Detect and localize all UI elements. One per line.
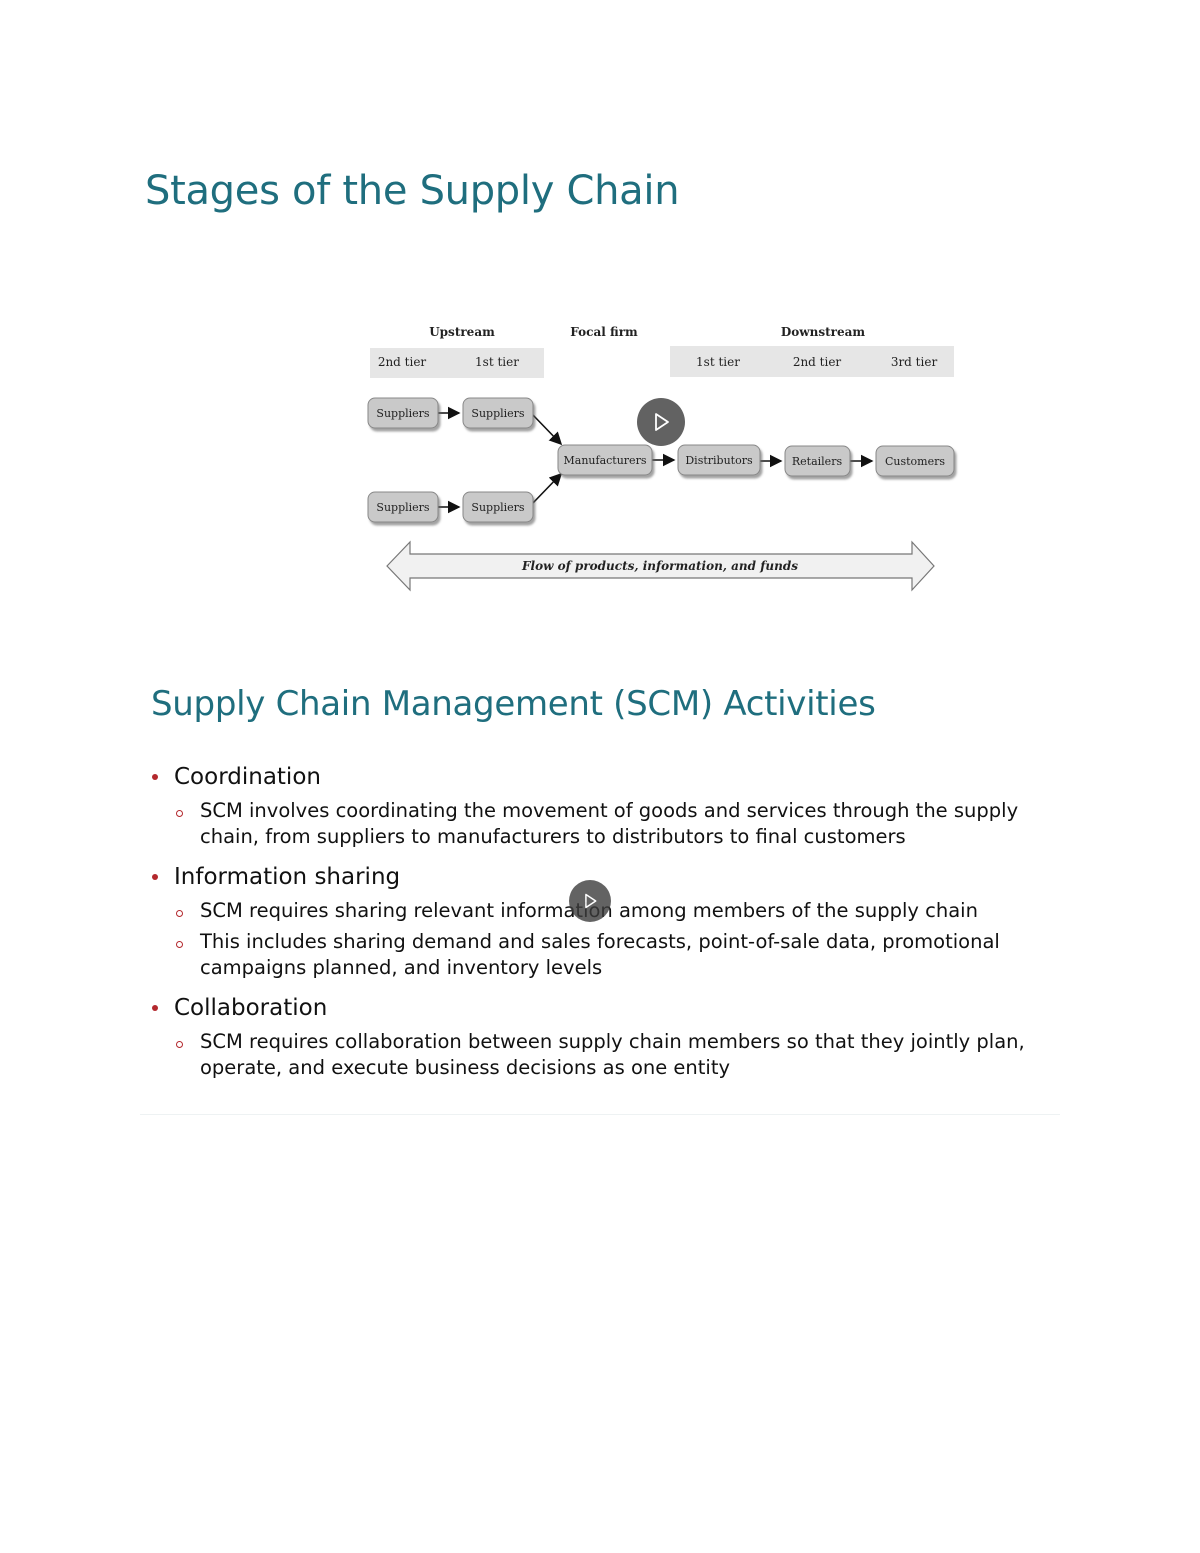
activity-heading: Coordination [174,764,321,790]
bullet-icon [152,874,158,880]
circle-bullet-icon [176,810,183,817]
activity-point: SCM involves coordinating the movement o… [150,798,1050,850]
supply-chain-diagram: Upstream Focal firm Downstream 2nd tier … [367,325,955,592]
tier-label: 2nd tier [793,355,842,369]
node-label: Customers [885,455,945,468]
activity-point: SCM requires collaboration between suppl… [150,1029,1050,1081]
tier-label: 3rd tier [891,355,938,369]
tier-label: 1st tier [696,355,740,369]
node-label: Suppliers [376,501,430,514]
play-button[interactable] [569,880,611,922]
divider [140,1114,1060,1115]
node-supplier-1st-bottom: Suppliers [462,491,534,523]
node-label: Suppliers [471,501,525,514]
activities-list: Coordination SCM involves coordinating t… [150,760,1050,1081]
node-supplier-1st-top: Suppliers [462,397,534,429]
node-label: Suppliers [471,407,525,420]
downstream-tier-band [670,346,954,377]
node-label: Distributors [685,454,753,467]
arrow [531,413,563,446]
activity-point-text: SCM requires collaboration between suppl… [200,1030,1025,1079]
node-label: Suppliers [376,407,430,420]
upstream-label: Upstream [429,325,495,339]
tier-label: 2nd tier [378,355,427,369]
circle-bullet-icon [176,1041,183,1048]
node-label: Retailers [792,455,843,468]
node-retailers: Retailers [784,445,851,477]
upstream-tier-band [370,348,544,378]
arrow [531,472,563,505]
node-customers: Customers [875,445,955,477]
bullet-icon [152,774,158,780]
node-supplier-2nd-bottom: Suppliers [367,491,439,523]
activity-point-text: SCM requires sharing relevant informatio… [200,899,978,922]
circle-bullet-icon [176,941,183,948]
activity-heading: Information sharing [174,864,401,890]
page-title: Stages of the Supply Chain [145,168,680,214]
activity-item: Information sharing [150,860,1050,894]
flow-label: Flow of products, information, and funds [521,559,798,573]
node-manufacturers: Manufacturers [557,444,653,476]
node-label: Manufacturers [564,454,647,467]
node-supplier-2nd-top: Suppliers [367,397,439,429]
play-icon [655,413,669,431]
bullet-icon [152,1005,158,1011]
downstream-label: Downstream [781,325,865,339]
activity-item: Coordination [150,760,1050,794]
play-button[interactable] [637,398,685,446]
circle-bullet-icon [176,910,183,917]
play-icon [585,893,597,909]
node-distributors: Distributors [677,444,761,476]
activity-point-text: SCM involves coordinating the movement o… [200,799,1019,848]
tier-label: 1st tier [475,355,519,369]
flow-arrow [386,540,935,592]
activity-point: This includes sharing demand and sales f… [150,929,1050,981]
activity-heading: Collaboration [174,995,328,1021]
section-title: Supply Chain Management (SCM) Activities [151,684,876,724]
activity-point-text: This includes sharing demand and sales f… [200,930,1000,979]
activity-item: Collaboration [150,991,1050,1025]
focal-firm-label: Focal firm [570,325,638,339]
